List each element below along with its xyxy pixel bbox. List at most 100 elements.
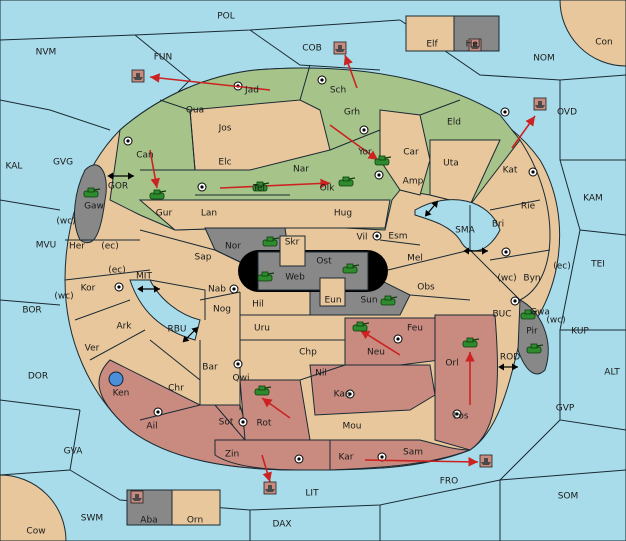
region-labels: POL NVM FUN COB NOM Con Elf Hel OVD KAL … [6, 12, 621, 537]
region-kaa[interactable] [309, 364, 436, 416]
army-unit-icon[interactable] [342, 263, 360, 274]
fleet-unit-icon[interactable] [333, 41, 347, 55]
label-byn: Byn [523, 274, 540, 284]
label-esm: Esm [388, 232, 407, 242]
label-cow: Cow [26, 527, 45, 537]
region-elf[interactable] [405, 15, 455, 52]
army-unit-icon[interactable] [520, 309, 538, 320]
region-rot[interactable] [239, 379, 311, 441]
region-lan-hug[interactable] [138, 199, 391, 231]
label-nog: Nog [213, 305, 231, 315]
label-orl: Orl [445, 359, 458, 369]
label-ost: Ost [316, 257, 332, 267]
region-hel[interactable] [453, 15, 500, 52]
army-unit-icon[interactable] [380, 295, 398, 306]
label-mou: Mou [343, 422, 362, 432]
army-unit-icon[interactable] [526, 343, 544, 354]
label-bor: BOR [22, 306, 41, 316]
army-unit-icon[interactable] [374, 155, 392, 166]
label-chp: Chp [299, 348, 317, 358]
label-pir: Pir [526, 327, 538, 337]
label-lit: LIT [305, 489, 319, 499]
label-qwi: Qwi [233, 374, 250, 384]
label-skr: Skr [285, 238, 300, 248]
label-ec3: (ec) [108, 266, 126, 276]
region-kar-sam[interactable] [329, 439, 471, 471]
label-sot: Sot [219, 418, 234, 428]
label-dax: DAX [272, 520, 291, 530]
label-yor: Yor [357, 148, 372, 158]
label-som: SOM [558, 492, 579, 502]
army-unit-icon[interactable] [462, 337, 480, 348]
label-hug: Hug [334, 209, 352, 219]
fleet-unit-icon[interactable] [533, 97, 547, 111]
label-fro: FRO [440, 477, 459, 487]
region-orn[interactable] [171, 489, 221, 526]
label-elf: Elf [426, 40, 438, 50]
region-gaw[interactable] [74, 164, 107, 244]
label-web: Web [285, 273, 305, 283]
label-rod: ROD [500, 353, 520, 363]
label-zin: Zin [225, 450, 239, 460]
label-fun: FUN [154, 53, 173, 63]
label-uru: Uru [254, 324, 270, 334]
label-lan: Lan [201, 209, 217, 219]
region-eun[interactable] [319, 277, 346, 307]
label-dor: DOR [28, 372, 48, 382]
label-car: Car [403, 148, 419, 158]
label-obs: Obs [417, 283, 435, 293]
label-feu: Feu [407, 324, 423, 334]
fleet-unit-icon[interactable] [479, 454, 493, 468]
label-mvu: MVU [36, 241, 57, 251]
label-kam: KAM [583, 194, 603, 204]
army-unit-icon[interactable] [149, 189, 167, 200]
label-bri: Bri [492, 220, 504, 230]
label-kor: Kor [81, 284, 96, 294]
label-nar: Nar [293, 165, 309, 175]
label-jad: Jad [244, 86, 259, 96]
passage-arrows [107, 172, 518, 371]
fleet-unit-icon[interactable] [468, 38, 482, 52]
label-hel: Hel [466, 40, 481, 50]
fleet-unit-icon[interactable] [131, 69, 145, 83]
label-gaw: Gaw [84, 202, 104, 212]
label-tei: TEI [590, 260, 605, 270]
label-los: Los [453, 412, 468, 422]
label-ken: Ken [113, 389, 130, 399]
region-skr[interactable] [279, 235, 306, 267]
label-gvg: GVG [53, 158, 73, 168]
label-kaa: Kaa [334, 390, 351, 400]
label-neu: Neu [367, 348, 385, 358]
label-ec1: (ec) [101, 242, 119, 252]
army-unit-icon[interactable] [254, 385, 272, 396]
order-arrows [149, 54, 536, 483]
label-cob: COB [302, 44, 322, 54]
fleet-unit-icon[interactable] [130, 490, 144, 504]
region-jos-elc[interactable] [189, 99, 331, 171]
ken-emblem-icon [108, 371, 124, 387]
label-rie: Rie [521, 202, 536, 212]
fleet-unit-icon[interactable] [263, 481, 277, 495]
label-gvp: GVP [556, 404, 575, 414]
label-alt: ALT [604, 368, 620, 378]
army-unit-icon[interactable] [262, 236, 280, 247]
label-kal: KAL [6, 162, 23, 172]
label-grh: Grh [344, 108, 360, 118]
label-nvm: NVM [36, 48, 57, 58]
region-neu-feu[interactable] [344, 317, 441, 366]
label-sun: Sun [360, 296, 377, 306]
region-orl-los[interactable] [434, 314, 498, 451]
label-mel: Mel [407, 254, 423, 264]
army-unit-icon[interactable] [338, 176, 356, 187]
label-qua: Qua [186, 106, 204, 116]
supply-centers [114, 75, 538, 464]
army-unit-icon[interactable] [257, 271, 275, 282]
army-unit-icon[interactable] [83, 187, 101, 198]
army-unit-icon[interactable] [352, 321, 370, 332]
label-can: Can [136, 151, 154, 161]
region-cow[interactable] [0, 474, 67, 541]
region-con[interactable] [559, 0, 626, 67]
army-unit-icon[interactable] [252, 181, 270, 192]
land-borders [64, 64, 551, 441]
